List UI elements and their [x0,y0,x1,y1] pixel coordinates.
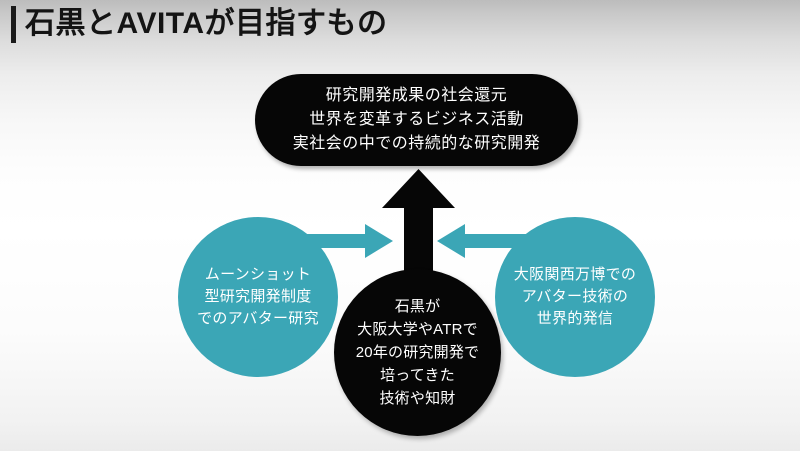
circle-core: 石黒が 大阪大学やATRで 20年の研究開発で 培ってきた 技術や知財 [334,269,501,436]
circle-core-line-3: 20年の研究開発で [355,344,480,361]
circle-expo-line-3: 世界的発信 [536,310,614,327]
arrow-up-icon [382,169,455,299]
title-area: 石黒とAVITAが目指すもの [0,0,800,52]
circle-core-line-1: 石黒が [394,298,441,315]
goal-banner-line-1: 研究開発成果の社会還元 [325,87,508,104]
goal-banner-line-2: 世界を変革するビジネス活動 [309,111,524,128]
circle-expo-line-2: アバター技術の [521,288,629,305]
circle-moonshot-line-1: ムーンショット [204,266,312,283]
page-title: 石黒とAVITAが目指すもの [25,7,388,40]
circle-core-line-5: 技術や知財 [379,390,456,407]
circle-moonshot-line-3: でのアバター研究 [197,310,319,327]
circle-expo-line-1: 大阪関西万博での [513,266,637,283]
arrow-right-pointing-icon [303,224,393,258]
circle-expo: 大阪関西万博での アバター技術の 世界的発信 [495,217,655,377]
title-accent-bar [11,6,16,43]
arrow-left-pointing-icon [437,224,527,258]
circle-moonshot-line-2: 型研究開発制度 [204,288,312,305]
goal-banner: 研究開発成果の社会還元 世界を変革するビジネス活動 実社会の中での持続的な研究開… [255,74,578,166]
circle-core-line-4: 培ってきた [380,367,455,384]
goal-banner-line-3: 実社会の中での持続的な研究開発 [292,135,541,152]
circle-core-line-2: 大阪大学やATRで [357,321,478,338]
